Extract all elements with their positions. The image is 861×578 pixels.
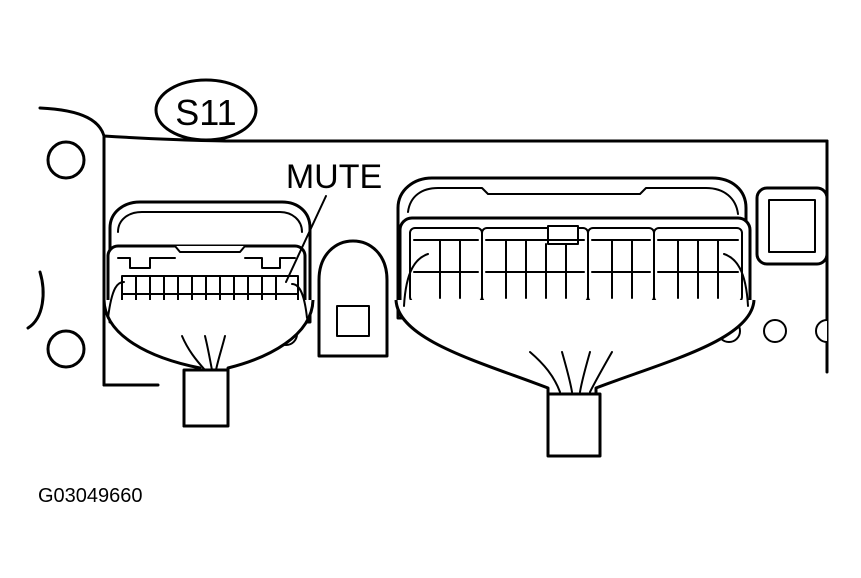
square-terminal: [755, 186, 829, 266]
mounting-holes: [46, 140, 86, 369]
connector-callout-s11: S11: [154, 78, 258, 142]
figure-id: G03049660: [38, 485, 143, 507]
callout-label: S11: [175, 92, 236, 133]
right-connector: [394, 176, 756, 458]
mute-label: MUTE: [286, 158, 382, 196]
left-connector: [102, 200, 315, 428]
guide-slot: [317, 239, 389, 358]
mute-pointer: MUTE: [285, 158, 382, 283]
